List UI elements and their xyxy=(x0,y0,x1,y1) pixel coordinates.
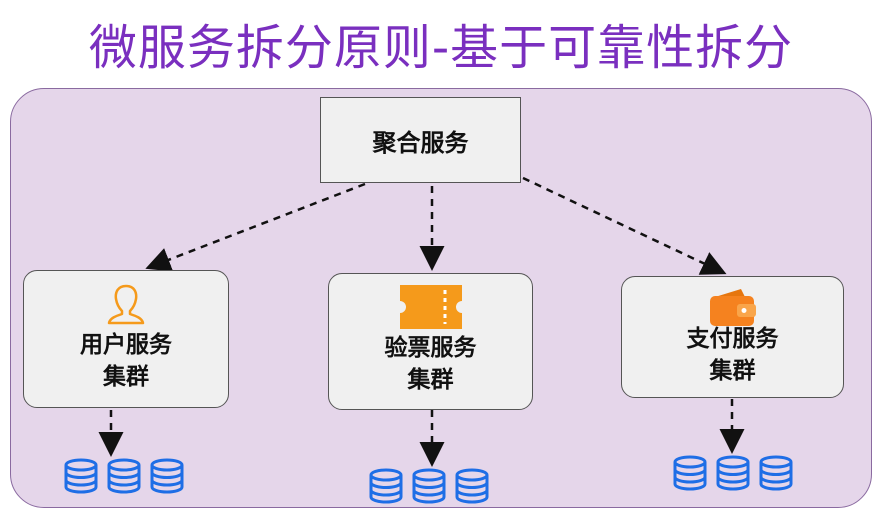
database-icon xyxy=(64,458,98,494)
arrow-to-user-service xyxy=(145,182,366,272)
database-icon xyxy=(369,468,403,504)
database-icon xyxy=(150,458,184,494)
user-service-label-line2: 集群 xyxy=(103,364,149,390)
database-icon xyxy=(716,455,750,491)
database-icon xyxy=(759,455,793,491)
user-service-label-line1: 用户服务 xyxy=(80,332,172,358)
user-outline-icon xyxy=(107,284,145,325)
wallet-icon xyxy=(709,289,756,326)
arrow-to-payment-service xyxy=(522,176,727,275)
aggregate-service-label: 聚合服务 xyxy=(372,128,469,157)
payment-service-label-line1: 支付服务 xyxy=(686,326,779,352)
ticket-service-label-line1: 验票服务 xyxy=(384,335,477,361)
database-icon xyxy=(107,458,141,494)
payment-service-label-line2: 集群 xyxy=(709,358,756,384)
ticket-icon xyxy=(399,285,462,329)
database-icon xyxy=(673,455,707,491)
page-title: 微服务拆分原则-基于可靠性拆分 xyxy=(88,20,794,76)
user-service-box: 用户服务 集群 xyxy=(23,270,229,408)
ticket-service-label-line2: 集群 xyxy=(407,367,454,393)
database-icon xyxy=(455,468,489,504)
aggregate-service-box: 聚合服务 xyxy=(320,97,521,183)
database-icon xyxy=(412,468,446,504)
ticket-service-box: 验票服务 集群 xyxy=(328,273,533,410)
payment-service-box: 支付服务 集群 xyxy=(621,276,844,398)
